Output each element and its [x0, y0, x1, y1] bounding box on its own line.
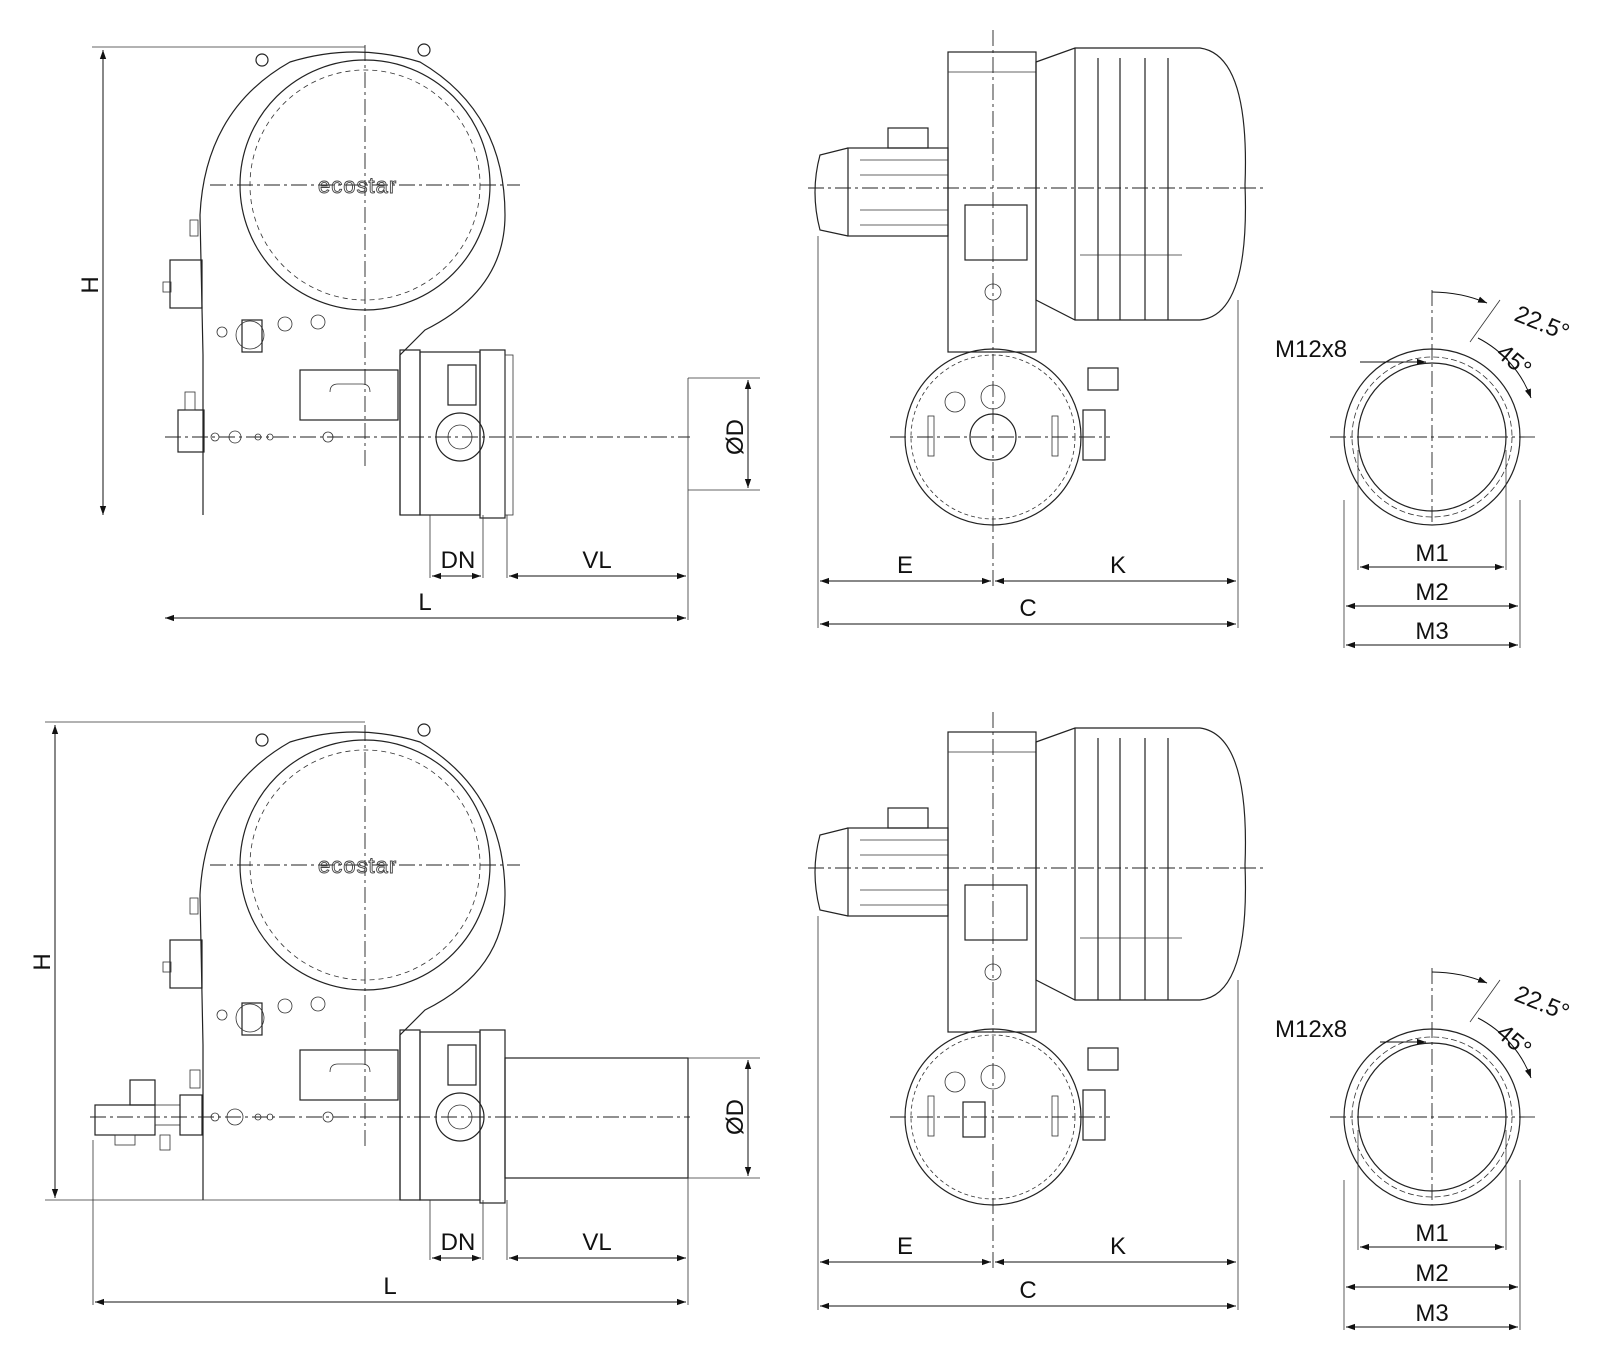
dim-VL-top: VL	[582, 547, 611, 574]
dim-VL-bottom: VL	[582, 1229, 611, 1256]
dim-M3-bottom: M3	[1415, 1300, 1448, 1327]
access-panel-top	[299, 369, 399, 421]
dim-L-top: L	[418, 589, 431, 616]
angle-22-bottom: 22.5°	[1511, 981, 1573, 1027]
dim-M2-bottom: M2	[1415, 1260, 1448, 1287]
dim-C-top: C	[1019, 595, 1036, 622]
motor-top	[847, 147, 949, 237]
bottom-front-view: E K C	[808, 712, 1265, 1310]
dim-M2-top: M2	[1415, 579, 1448, 606]
dim-K-bottom: K	[1110, 1233, 1126, 1260]
dim-E-bottom: E	[897, 1233, 913, 1260]
top-flange-view: 22.5° 45° M12x8 M1 M2 M3	[1275, 290, 1573, 649]
dim-M3-top: M3	[1415, 618, 1448, 645]
bottom-side-view: ecostar H ØD	[29, 721, 760, 1306]
brand-logo-top-side: ecostar	[318, 173, 397, 198]
brand-logo-bottom-side: ecostar	[318, 853, 397, 878]
dim-DN-top: DN	[441, 547, 476, 574]
angle-22-top: 22.5°	[1511, 301, 1573, 347]
dim-H-top: H	[77, 276, 104, 293]
dim-M1-top: M1	[1415, 540, 1448, 567]
dim-H-bottom: H	[29, 953, 56, 970]
bottom-flange-view: 22.5° 45° M12x8 M1 M2 M3	[1275, 968, 1573, 1331]
label-M12x8-top: M12x8	[1275, 336, 1347, 363]
dim-K-top: K	[1110, 552, 1126, 579]
dim-OD-bottom: ØD	[722, 1099, 749, 1135]
dim-DN-bottom: DN	[441, 1229, 476, 1256]
label-M12x8-bottom: M12x8	[1275, 1016, 1347, 1043]
top-side-view: ecostar H ØD	[77, 43, 760, 622]
top-front-view: E K C	[808, 30, 1265, 628]
dim-M1-bottom: M1	[1415, 1220, 1448, 1247]
angle-45-top: 45°	[1491, 339, 1536, 383]
dim-L-bottom: L	[383, 1273, 396, 1300]
blast-tube-bottom	[504, 1057, 689, 1179]
gas-train-valve	[94, 1104, 156, 1136]
dim-OD-top: ØD	[722, 419, 749, 455]
dim-C-bottom: C	[1019, 1277, 1036, 1304]
angle-45-bottom: 45°	[1491, 1019, 1536, 1063]
dim-E-top: E	[897, 552, 913, 579]
